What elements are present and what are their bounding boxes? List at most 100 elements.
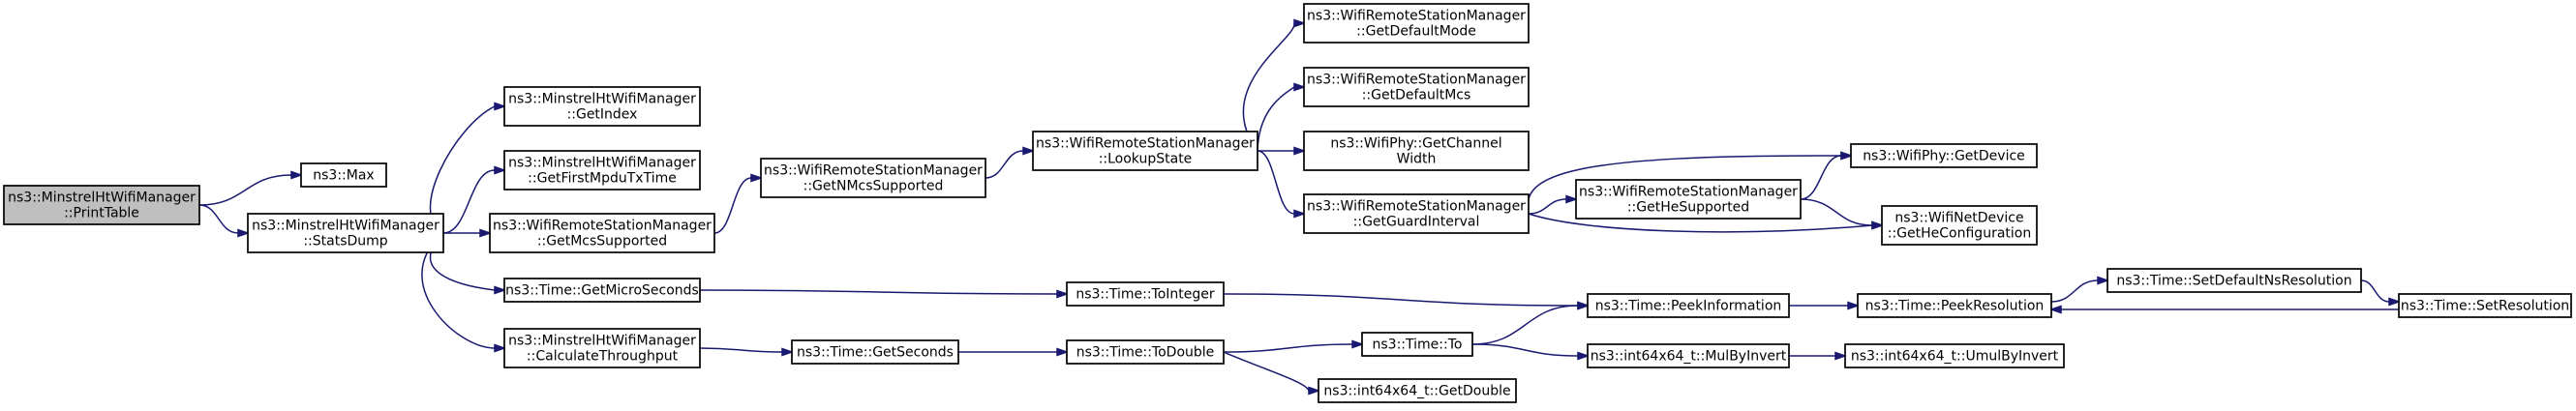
edge-n9-to-n11	[1257, 82, 1307, 152]
node-label: ns3::Time::PeekResolution	[1865, 299, 2045, 314]
node-n13[interactable]: ns3::WifiRemoteStationManager::GetGuardI…	[1303, 193, 1530, 234]
edge-line	[1471, 305, 1579, 345]
node-n21[interactable]: ns3::Time::SetResolution	[2398, 293, 2572, 318]
edge-line	[1223, 343, 1353, 353]
edge-arrowhead	[2097, 276, 2110, 285]
edge-line	[198, 174, 292, 206]
node-n17[interactable]: ns3::Time::ToInteger	[1066, 281, 1225, 307]
node-box	[1303, 193, 1530, 234]
edge-arrowhead	[2048, 305, 2062, 314]
edge-n5-to-n8	[713, 173, 764, 234]
node-label: ns3::Time::PeekInformation	[1595, 299, 1782, 314]
node-box	[1881, 205, 2038, 246]
edge-line	[2360, 279, 2390, 303]
edge-line	[1242, 22, 1295, 152]
node-label: ns3::Time::To	[1373, 338, 1463, 353]
node-label: ::GetIndex	[567, 107, 638, 123]
edge-n8-to-n9	[985, 146, 1036, 179]
edge-arrowhead	[494, 343, 507, 353]
edge-n24-to-n26	[1471, 343, 1591, 361]
node-n9[interactable]: ns3::WifiRemoteStationManager::LookupSta…	[1032, 131, 1258, 171]
node-box	[1575, 179, 1802, 220]
node-box	[503, 328, 701, 368]
edge-arrowhead	[290, 170, 304, 180]
edge-n0-to-n2	[198, 204, 251, 238]
edge-arrowhead	[1056, 289, 1070, 299]
node-label: ::GetFirstMpduTxTime	[528, 171, 677, 187]
node-n3[interactable]: ns3::MinstrelHtWifiManager::GetIndex	[503, 86, 701, 127]
edge-line	[985, 150, 1024, 179]
edge-arrowhead	[1577, 301, 1591, 310]
node-label: ::GetHeSupported	[1627, 200, 1749, 216]
node-label: ns3::MinstrelHtWifiManager	[508, 92, 696, 107]
node-label: ::GetDefaultMode	[1356, 24, 1476, 40]
node-label: ns3::WifiRemoteStationManager	[1579, 185, 1798, 200]
node-n23[interactable]: ns3::Time::ToDouble	[1066, 339, 1225, 365]
node-n4[interactable]: ns3::MinstrelHtWifiManager::GetFirstMpdu…	[503, 150, 701, 191]
edge-n22-to-n23	[958, 347, 1070, 357]
edge-n9-to-n10	[1242, 18, 1307, 152]
edge-n0-to-n1	[198, 170, 304, 206]
edge-line	[2050, 279, 2099, 303]
edge-arrowhead	[1293, 209, 1307, 219]
edge-arrowhead	[1293, 146, 1307, 156]
node-label: Width	[1397, 152, 1437, 167]
node-n14[interactable]: ns3::WifiRemoteStationManager::GetHeSupp…	[1575, 179, 1802, 220]
node-n6[interactable]: ns3::Time::GetMicroSeconds	[503, 278, 701, 303]
node-label: ns3::WifiRemoteStationManager	[1036, 136, 1255, 152]
node-n25[interactable]: ns3::int64x64_t::GetDouble	[1318, 378, 1517, 403]
edge-line	[1800, 155, 1842, 200]
node-label: ns3::Time::GetSeconds	[797, 345, 954, 361]
node-box	[2106, 268, 2362, 293]
node-n11[interactable]: ns3::WifiRemoteStationManager::GetDefaul…	[1303, 67, 1530, 107]
node-n8[interactable]: ns3::WifiRemoteStationManager::GetNMcsSu…	[760, 158, 986, 198]
node-n10[interactable]: ns3::WifiRemoteStationManager::GetDefaul…	[1303, 3, 1530, 44]
edge-arrowhead	[1577, 351, 1591, 361]
edge-arrowhead	[1834, 351, 1848, 361]
node-n7[interactable]: ns3::MinstrelHtWifiManager::CalculateThr…	[503, 328, 701, 368]
nodes-layer: ns3::MinstrelHtWifiManager::PrintTablens…	[3, 3, 2572, 403]
edge-arrowhead	[750, 173, 764, 183]
node-n5[interactable]: ns3::WifiRemoteStationManager::GetMcsSup…	[489, 213, 715, 253]
edge-arrowhead	[237, 228, 251, 238]
node-n20[interactable]: ns3::Time::SetDefaultNsResolution	[2106, 268, 2362, 293]
node-box	[1844, 343, 2065, 368]
edge-n18-to-n19	[1788, 301, 1861, 310]
edge-line	[1223, 351, 1310, 392]
node-n15[interactable]: ns3::WifiPhy::GetDevice	[1850, 143, 2038, 168]
edge-line	[1528, 213, 1873, 233]
node-label: ns3::MinstrelHtWifiManager	[8, 191, 196, 206]
node-label: ns3::Time::ToInteger	[1076, 287, 1215, 303]
node-label: ns3::MinstrelHtWifiManager	[252, 219, 439, 234]
node-n24[interactable]: ns3::Time::To	[1361, 332, 1473, 357]
edge-arrowhead	[781, 347, 795, 357]
node-n0[interactable]: ns3::MinstrelHtWifiManager::PrintTable	[3, 185, 200, 225]
edge-n23-to-n25	[1223, 351, 1321, 396]
node-box	[1066, 339, 1225, 365]
node-n27[interactable]: ns3::int64x64_t::UmulByInvert	[1844, 343, 2065, 368]
edge-n21-to-n19	[2048, 305, 2399, 314]
node-label: ns3::WifiRemoteStationManager	[1307, 73, 1526, 88]
node-n18[interactable]: ns3::Time::PeekInformation	[1587, 293, 1790, 318]
node-n2[interactable]: ns3::MinstrelHtWifiManager::StatsDump	[247, 213, 444, 253]
node-n22[interactable]: ns3::Time::GetSeconds	[791, 339, 959, 365]
edge-line	[1223, 293, 1579, 307]
node-label: ns3::int64x64_t::GetDouble	[1323, 384, 1510, 399]
node-n1[interactable]: ns3::Max	[300, 162, 387, 188]
node-box	[503, 86, 701, 127]
edge-n23-to-n24	[1223, 339, 1365, 353]
edge-n26-to-n27	[1789, 351, 1848, 361]
node-n19[interactable]: ns3::Time::PeekResolution	[1857, 293, 2052, 318]
edge-arrowhead	[1293, 82, 1307, 92]
edge-arrowhead	[1308, 386, 1321, 396]
node-box	[1857, 293, 2052, 318]
node-label: ::GetGuardInterval	[1353, 215, 1480, 230]
edge-line	[1471, 343, 1579, 357]
node-label: ns3::WifiPhy::GetChannel	[1330, 136, 1501, 152]
node-label: ::StatsDump	[303, 234, 387, 250]
edge-n19-to-n20	[2050, 276, 2110, 303]
node-n16[interactable]: ns3::WifiNetDevice::GetHeConfiguration	[1881, 205, 2038, 246]
node-n26[interactable]: ns3::int64x64_t::MulByInvert	[1587, 343, 1790, 368]
